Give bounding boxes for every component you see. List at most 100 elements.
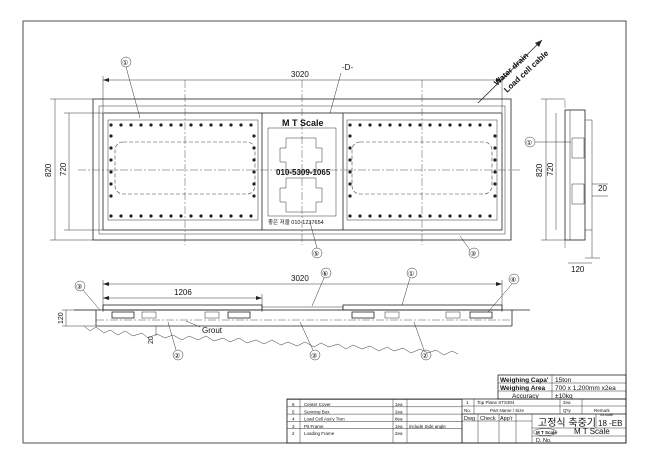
bolt-mark (239, 123, 243, 127)
bolt-mark (488, 214, 492, 218)
bolt-mark (488, 123, 492, 127)
bolt-mark (252, 182, 256, 186)
bolt-mark (179, 214, 183, 218)
bolt-mark (448, 214, 452, 218)
bolt-row (109, 123, 497, 218)
spec-accuracy-label: Accuracy (512, 393, 539, 400)
parts-row-qty: 2ea (563, 400, 571, 405)
tb-appr: App'r (500, 416, 513, 422)
dim-side-width-outer: 820 (535, 163, 544, 177)
spec-area-label: Weighing Area (500, 385, 546, 392)
bolt-mark (468, 214, 472, 218)
center-cover (267, 127, 337, 217)
parts-header-remark: Remark (594, 408, 611, 413)
bolt-mark (219, 123, 223, 127)
bolt-mark (458, 214, 462, 218)
callout-elev-1: ① (408, 270, 414, 278)
bolt-mark (348, 123, 352, 127)
parts-row-qty: 1ea (395, 424, 403, 429)
bolt-mark (388, 123, 392, 127)
tb-dwg: Dwg (464, 416, 475, 422)
side-view: 820 720 20 120 ① (524, 98, 608, 274)
bolt-mark (139, 123, 143, 127)
bolt-mark (252, 158, 256, 162)
parts-row-name: Top Plane STS304 (477, 400, 515, 405)
bolt-mark (109, 170, 113, 174)
bolt-mark (348, 194, 352, 198)
mt-scale-logo (532, 428, 558, 436)
bolt-mark (229, 123, 233, 127)
bolt-mark (348, 134, 352, 138)
bolt-mark (398, 123, 402, 127)
bolt-mark (348, 158, 352, 162)
bolt-mark (149, 123, 153, 127)
bolt-mark (109, 146, 113, 150)
bolt-mark (209, 214, 213, 218)
bolt-mark (229, 214, 233, 218)
tb-dwg-no: D. No. (536, 438, 552, 444)
bolt-mark (348, 214, 352, 218)
callout-top-3: ③ (470, 250, 476, 258)
callout-elev-3b: ③ (311, 352, 317, 360)
dim-top-width-inner: 720 (59, 162, 68, 176)
callout-elev-2a: ② (174, 352, 180, 360)
bolt-mark (358, 123, 362, 127)
tb-title: 고정식 축중기 (538, 417, 596, 429)
dim-side-width-inner: 720 (546, 162, 555, 176)
bolt-mark (378, 123, 382, 127)
bolt-mark (169, 123, 173, 127)
spec-accuracy-value: ±10kg (555, 393, 573, 400)
bolt-mark (209, 123, 213, 127)
bolt-mark (478, 214, 482, 218)
bolt-mark (418, 123, 422, 127)
bolt-mark (438, 123, 442, 127)
dim-elev-height: 120 (58, 312, 65, 324)
spec-area-value: 700 x 1,200mm x2ea (555, 385, 616, 392)
bolt-mark (119, 214, 123, 218)
spec-capa-label: Weighing Capa' (500, 377, 549, 384)
bolt-mark (119, 123, 123, 127)
dim-side-depth: 20 (598, 184, 607, 193)
bolt-mark (109, 214, 113, 218)
bolt-mark (109, 182, 113, 186)
bolt-mark (358, 214, 362, 218)
tb-maker-logo: M T Scale (536, 430, 557, 435)
bolt-mark (149, 214, 153, 218)
bolt-mark (159, 214, 163, 218)
bolt-mark (493, 146, 497, 150)
parts-row-no: 2 (292, 431, 295, 436)
parts-header-name: Part Name / Size (490, 408, 525, 413)
bolt-mark (418, 214, 422, 218)
parts-row-no: 6 (292, 402, 295, 407)
top-view: M T Scale 010-5309-1065 좋은 저울 010-123765… (44, 39, 551, 259)
platform-outline (102, 112, 503, 231)
dim-elev-grout: 20 (148, 336, 155, 344)
bolt-mark (219, 214, 223, 218)
callout-top-5: ⑤ (313, 250, 319, 258)
callout-elev-3a: ③ (76, 283, 82, 291)
bolt-mark (189, 214, 193, 218)
bolt-mark (368, 214, 372, 218)
parts-header-no: No. (464, 408, 471, 413)
bolt-mark (378, 214, 382, 218)
bolt-mark (448, 123, 452, 127)
bolt-mark (109, 158, 113, 162)
bolt-mark (493, 194, 497, 198)
bolt-mark (109, 194, 113, 198)
bolt-mark (478, 123, 482, 127)
bolt-mark (129, 214, 133, 218)
parts-row-no: 5 (292, 409, 295, 414)
bolt-mark (252, 146, 256, 150)
callout-elev-4: ④ (510, 276, 516, 284)
bolt-mark (428, 123, 432, 127)
dim-elev-half: 1206 (174, 288, 192, 297)
bolt-mark (408, 214, 412, 218)
bolt-mark (239, 214, 243, 218)
bolt-mark (249, 214, 253, 218)
title-block: Dwg Check App'r 고정식 축중기 18 -EB mt-scale … (461, 413, 627, 444)
bolt-mark (252, 194, 256, 198)
dim-side-bottom: 120 (571, 265, 585, 274)
callout-side-1: ① (526, 139, 532, 147)
